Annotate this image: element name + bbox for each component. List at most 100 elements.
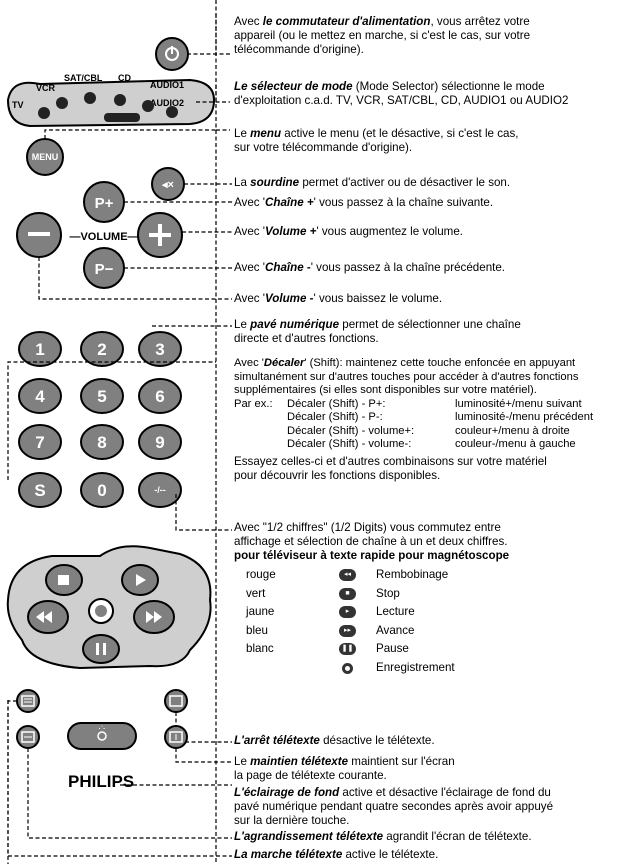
- teletext-action-label: Lecture: [376, 605, 415, 618]
- backlight-button[interactable]: ·˙·: [67, 722, 137, 750]
- rewind-button[interactable]: [27, 600, 69, 634]
- desc-teletext-hold: Le maintien télétexte maintient sur l'éc…: [234, 755, 455, 782]
- desc-numpad: Le pavé numérique permet de sélectionner…: [234, 318, 521, 345]
- teletext-action-label: Pause: [376, 642, 409, 655]
- mode-audio2-button[interactable]: [166, 106, 178, 118]
- svg-text:P+: P+: [95, 195, 114, 212]
- svg-text:-/--: -/--: [154, 485, 166, 495]
- shift-example-1-key: Décaler (Shift) - P-:: [287, 411, 383, 423]
- shift-example-1-val: luminosité-/menu précédent: [455, 411, 594, 423]
- shift-example-3-key: Décaler (Shift) - volume-:: [287, 438, 412, 450]
- desc-mode-selector: Le sélecteur de mode (Mode Selector) sél…: [234, 80, 569, 107]
- teletext-color-label: rouge: [246, 568, 276, 581]
- forward-icon: ▸▸: [339, 624, 356, 637]
- power-button[interactable]: [155, 37, 189, 71]
- digit-0-button[interactable]: 0: [80, 472, 124, 508]
- mode-label-vcr: VCR: [36, 83, 56, 93]
- digit-6-button[interactable]: 6: [138, 378, 182, 414]
- shift-example-prefix: Par ex.:: [234, 398, 273, 410]
- shift-example-0-val: luminosité+/menu suivant: [455, 398, 582, 410]
- channel-down-button[interactable]: P−: [83, 247, 125, 289]
- desc-teletext-on: La marche télétexte active le télétexte.: [234, 848, 439, 861]
- play-icon: ▸: [339, 606, 356, 618]
- pause-button[interactable]: [82, 634, 120, 664]
- mode-label-cd: CD: [118, 73, 131, 83]
- mode-led: [104, 113, 140, 122]
- record-button[interactable]: [88, 598, 114, 624]
- digit-1-button[interactable]: 1: [18, 331, 62, 367]
- rewind-icon: ◂◂: [339, 569, 356, 581]
- svg-text:S: S: [34, 481, 45, 500]
- record-icon: [342, 662, 353, 674]
- svg-text:P−: P−: [95, 261, 114, 278]
- teletext-off-button[interactable]: [164, 689, 188, 713]
- mode-label-sat: SAT/CBL: [64, 73, 103, 83]
- teletext-color-label: blanc: [246, 642, 274, 655]
- desc-mute: La sourdine permet d'activer ou de désac…: [234, 176, 511, 189]
- shift-example-2-key: Décaler (Shift) - volume+:: [287, 425, 415, 437]
- shift-button[interactable]: S: [18, 472, 62, 508]
- volume-down-button[interactable]: [16, 212, 62, 258]
- stop-icon: ■: [339, 587, 356, 600]
- desc-power: Avec le commutateur d'alimentation, vous…: [234, 15, 531, 56]
- mode-label-tv: TV: [12, 100, 24, 110]
- digit-3-button[interactable]: 3: [138, 331, 182, 367]
- mode-sat-button[interactable]: [84, 92, 96, 104]
- mode-cd-button[interactable]: [114, 94, 126, 106]
- channel-up-button[interactable]: P+: [83, 181, 125, 223]
- forward-button[interactable]: [133, 600, 175, 634]
- svg-text:9: 9: [155, 433, 164, 452]
- teletext-table-title: pour téléviseur à texte rapide pour magn…: [234, 549, 510, 562]
- mode-selector-panel: [6, 78, 216, 128]
- teletext-action-label: Rembobinage: [376, 568, 449, 581]
- svg-text:·˙·: ·˙·: [99, 725, 106, 733]
- desc-volume-down: Avec 'Volume -' vous baissez le volume.: [234, 292, 443, 305]
- mode-label-audio1: AUDIO1: [150, 80, 184, 90]
- mute-button[interactable]: ◂×: [151, 167, 185, 201]
- desc-backlight: L'éclairage de fond active et désactive …: [234, 786, 554, 827]
- mode-audio1-button[interactable]: [142, 100, 154, 112]
- svg-text:MENU: MENU: [32, 152, 59, 162]
- numpad: 1 2 3 4 5 6 7 8 9S 0 -/--: [18, 331, 182, 508]
- desc-teletext-enlarge: L'agrandissement télétexte agrandit l'éc…: [234, 830, 532, 843]
- digit-4-button[interactable]: 4: [18, 378, 62, 414]
- digit-5-button[interactable]: 5: [80, 378, 124, 414]
- svg-text:5: 5: [97, 387, 106, 406]
- svg-text:◂×: ◂×: [161, 179, 174, 191]
- digit-7-button[interactable]: 7: [18, 424, 62, 460]
- mode-tv-button[interactable]: [38, 107, 50, 119]
- play-button[interactable]: [121, 564, 159, 596]
- svg-text:3: 3: [155, 340, 164, 359]
- digit-8-button[interactable]: 8: [80, 424, 124, 460]
- volume-label: —VOLUME—: [69, 231, 138, 243]
- shift-example-0-key: Décaler (Shift) - P+:: [287, 398, 386, 410]
- digit-9-button[interactable]: 9: [138, 424, 182, 460]
- desc-menu: Le menu active le menu (et le désactive,…: [234, 127, 519, 154]
- svg-text:7: 7: [35, 433, 44, 452]
- teletext-on-button[interactable]: [16, 689, 40, 713]
- teletext-action-label: Stop: [376, 586, 400, 600]
- shift-example-2-val: couleur+/menu à droite: [455, 425, 570, 437]
- teletext-enlarge-button[interactable]: [16, 725, 40, 749]
- teletext-hold-button[interactable]: [164, 725, 188, 749]
- desc-shift-try: Essayez celles-ci et d'autres combinaiso…: [234, 455, 547, 482]
- digits-toggle-button[interactable]: -/--: [138, 472, 182, 508]
- desc-shift: Avec 'Décaler' (Shift): maintenez cette …: [234, 357, 579, 396]
- teletext-color-label: vert: [246, 586, 266, 600]
- teletext-color-label: bleu: [246, 623, 268, 637]
- svg-text:2: 2: [97, 340, 106, 359]
- svg-text:8: 8: [97, 433, 106, 452]
- mode-label-audio2: AUDIO2: [150, 98, 184, 108]
- digit-2-button[interactable]: 2: [80, 331, 124, 367]
- desc-volume-up: Avec 'Volume +' vous augmentez le volume…: [234, 225, 464, 238]
- desc-digits-toggle: Avec "1/2 chiffres" (1/2 Digits) vous co…: [234, 521, 508, 548]
- mode-vcr-button[interactable]: [56, 97, 68, 109]
- stop-button[interactable]: [45, 564, 83, 596]
- teletext-action-label: Avance: [376, 623, 415, 637]
- pause-icon: ❚❚: [339, 643, 356, 655]
- menu-button[interactable]: MENU: [26, 138, 64, 176]
- svg-text:4: 4: [35, 387, 45, 406]
- volume-up-button[interactable]: [137, 212, 183, 258]
- desc-channel-down: Avec 'Chaîne -' vous passez à la chaîne …: [234, 261, 506, 274]
